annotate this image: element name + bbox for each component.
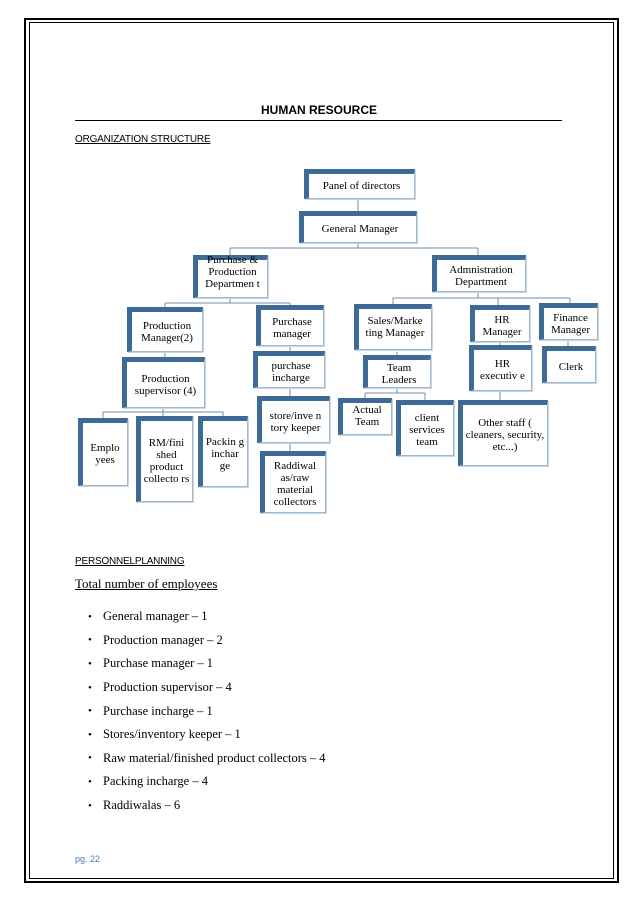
bullet-icon: • [88, 752, 92, 765]
org-node-production-manager: Production Manager(2) [127, 307, 203, 352]
title-rule [75, 120, 562, 121]
bullet-icon: • [88, 657, 92, 670]
bullet-icon: • [88, 634, 92, 647]
org-node-sales-marketing-manager: Sales/Marke ting Manager [354, 304, 432, 350]
list-item: •Purchase manager – 1 [75, 652, 326, 676]
org-node-employees: Emplo yees [78, 418, 128, 486]
employee-count-list: •General manager – 1 •Production manager… [75, 605, 326, 817]
list-item: •Production supervisor – 4 [75, 676, 326, 700]
org-node-administration-dept: Admnistration Department [432, 255, 526, 292]
org-node-production-supervisor: Production supervisor (4) [122, 357, 205, 408]
org-node-purchase-manager: Purchase manager [256, 305, 324, 346]
page-border-outer [24, 18, 619, 883]
org-node-actual-team: Actual Team [338, 398, 392, 435]
page-number: pg. 22 [75, 854, 101, 864]
org-node-hr-manager: HR Manager [470, 305, 530, 342]
bullet-icon: • [88, 681, 92, 694]
org-node-packing-incharge: Packin g inchar ge [198, 416, 248, 487]
org-node-team-leaders: Team Leaders [363, 355, 431, 388]
org-node-hr-executive: HR executiv e [469, 345, 532, 391]
bullet-icon: • [88, 799, 92, 812]
list-item: •General manager – 1 [75, 605, 326, 629]
org-node-panel-of-directors: Panel of directors [304, 169, 415, 199]
org-node-rm-finished-collectors: RM/fini shed product collecto rs [136, 416, 193, 502]
org-node-clerk: Clerk [542, 346, 596, 383]
org-node-purchase-production-dept: Purchase & Production Departmen t [193, 254, 268, 298]
list-item: •Raw material/finished product collector… [75, 747, 326, 771]
bullet-icon: • [88, 775, 92, 788]
org-node-other-staff: Other staff ( cleaners, security, etc...… [458, 400, 548, 466]
list-item: •Production manager – 2 [75, 629, 326, 653]
list-item: •Raddiwalas – 6 [75, 794, 326, 818]
page-border-inner [29, 22, 614, 879]
list-item: •Purchase incharge – 1 [75, 699, 326, 723]
org-node-client-services-team: client services team [396, 400, 454, 456]
org-structure-heading: ORGANIZATION STRUCTURE [75, 134, 211, 145]
page-title: HUMAN RESOURCE [260, 103, 377, 117]
total-employees-heading: Total number of employees [75, 576, 218, 591]
org-node-finance-manager: Finance Manager [539, 303, 598, 340]
org-node-store-inventory-keeper: store/inve n tory keeper [257, 396, 330, 443]
bullet-icon: • [88, 728, 92, 741]
org-node-raddiwalas-collectors: Raddiwal as/raw material collectors [260, 451, 326, 513]
bullet-icon: • [88, 610, 92, 623]
list-item: •Packing incharge – 4 [75, 770, 326, 794]
bullet-icon: • [88, 705, 92, 718]
org-node-purchase-incharge: purchase incharge [253, 351, 325, 388]
personnel-planning-heading: PERSONNELPLANNING [75, 556, 185, 567]
org-node-general-manager: General Manager [299, 211, 417, 243]
list-item: •Stores/inventory keeper – 1 [75, 723, 326, 747]
